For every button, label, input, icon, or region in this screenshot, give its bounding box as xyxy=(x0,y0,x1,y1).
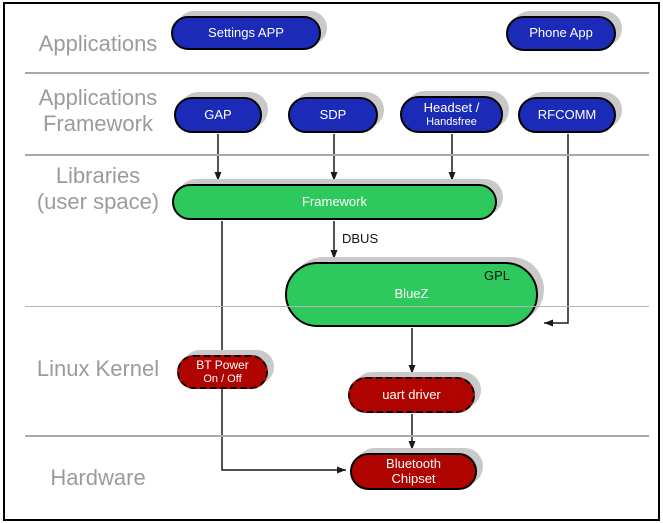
layer-label-text: Linux Kernel xyxy=(36,356,160,381)
node-label: Phone App xyxy=(529,25,593,41)
separator-linux-kernel xyxy=(25,435,649,437)
layer-label-text: Applications xyxy=(38,85,158,110)
node-gap: GAP xyxy=(174,97,262,133)
node-headset-handsfree: Headset / Handsfree xyxy=(400,96,503,133)
separator-applications-framework xyxy=(25,154,649,156)
layer-label-text: Libraries xyxy=(55,163,141,188)
node-label: BT Power xyxy=(196,357,249,372)
outer-border xyxy=(3,2,660,521)
layer-label-applications-framework: Applications Framework xyxy=(8,85,188,137)
node-label: On / Off xyxy=(203,372,242,385)
separator-libraries xyxy=(25,306,649,307)
node-uart-driver: uart driver xyxy=(348,377,475,413)
node-rfcomm: RFCOMM xyxy=(518,97,616,133)
edge-label-dbus: DBUS xyxy=(342,231,379,246)
separator-applications xyxy=(25,72,649,74)
gpl-tag: GPL xyxy=(483,268,510,283)
node-label: Framework xyxy=(301,193,367,209)
layer-label-linux-kernel: Linux Kernel xyxy=(8,356,188,382)
node-label: Bluetooth xyxy=(386,455,441,471)
node-label: Handsfree xyxy=(426,115,477,128)
node-phone-app: Phone App xyxy=(506,16,616,51)
node-bt-power: BT Power On / Off xyxy=(177,355,268,389)
node-settings-app: Settings APP xyxy=(171,16,321,50)
node-label: BlueZ xyxy=(394,286,429,302)
node-label: Settings APP xyxy=(208,24,284,40)
node-label: Chipset xyxy=(391,470,436,486)
node-framework: Framework xyxy=(172,184,497,220)
node-label: uart driver xyxy=(382,386,441,402)
node-bluetooth-chipset: Bluetooth Chipset xyxy=(350,453,477,490)
layer-label-text: Framework xyxy=(42,111,153,136)
node-bluez: GPL BlueZ xyxy=(285,262,538,327)
layer-label-text: Hardware xyxy=(50,465,146,490)
node-label: GAP xyxy=(204,106,232,122)
node-label: Headset / xyxy=(423,99,480,115)
layer-label-hardware: Hardware xyxy=(8,465,188,491)
layer-label-applications: Applications xyxy=(8,31,188,57)
layer-label-text: Applications xyxy=(38,31,158,56)
node-sdp: SDP xyxy=(288,97,378,133)
layer-label-text: (user space) xyxy=(36,189,160,214)
node-label: RFCOMM xyxy=(537,106,597,122)
node-label: SDP xyxy=(319,106,347,122)
layer-label-libraries: Libraries (user space) xyxy=(8,163,188,215)
